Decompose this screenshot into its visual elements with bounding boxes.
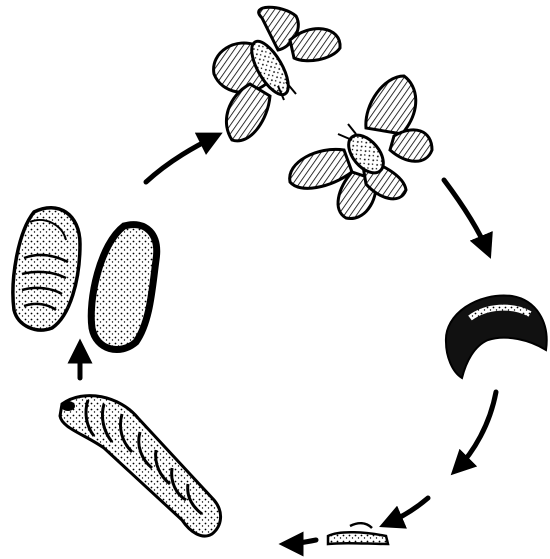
- mature-larva: [60, 396, 221, 536]
- arrow-cocoon-to-moth: [146, 136, 216, 182]
- caterpillar-icon: [60, 396, 221, 536]
- moth-icon: [214, 7, 341, 141]
- arrow-eggs-to-larvae: [456, 392, 496, 470]
- arrow-larvae-small: [386, 498, 428, 524]
- adult-moth-flying: [214, 7, 341, 141]
- moth-icon: [290, 76, 432, 219]
- egg-mass: [446, 296, 547, 378]
- pupa-icon: [13, 208, 80, 330]
- arrow-larvae-bottom: [286, 540, 316, 544]
- young-larvae: [328, 523, 388, 544]
- adult-moth-resting: [290, 76, 432, 219]
- larva-icon: [328, 523, 388, 544]
- cocoon-icon: [91, 225, 156, 350]
- pupa: [13, 208, 80, 330]
- cocoon: [91, 225, 156, 350]
- egg-cluster-icon: [446, 296, 547, 378]
- arrow-moth-to-eggs: [444, 180, 488, 252]
